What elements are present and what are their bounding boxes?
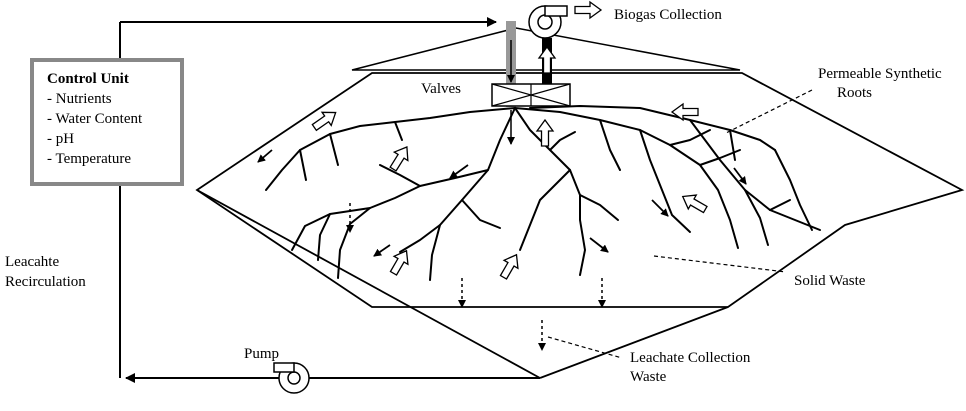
- biogas-collection-label: Biogas Collection: [614, 7, 722, 23]
- injection-arrows: [309, 103, 710, 282]
- drainage-arrows: [346, 203, 606, 351]
- recirculation-label-line2: Recirculation: [5, 274, 86, 290]
- pump-label: Pump: [244, 346, 279, 362]
- biogas-pump-icon: [528, 1, 602, 39]
- control-unit-title: Control Unit: [47, 71, 129, 87]
- landfill-cell: [195, 72, 965, 308]
- roots-label-line1: Permeable Synthetic: [818, 66, 942, 82]
- leachate-collection-label-line2: Waste: [630, 369, 667, 385]
- control-unit-item: - pH: [47, 131, 74, 147]
- recirculation-label-line1: Leacahte: [5, 254, 59, 270]
- leachate-collection-label-line1: Leachate Collection: [630, 350, 751, 366]
- valves-label: Valves: [421, 81, 461, 97]
- solid-waste-label: Solid Waste: [794, 273, 866, 289]
- flow-arrows: [257, 149, 747, 257]
- leachate-funnel: [196, 189, 729, 379]
- leachate-pump-icon: [273, 362, 310, 394]
- control-unit-box: Control Unit - Nutrients - Water Content…: [30, 58, 184, 186]
- control-unit-item: - Temperature: [47, 151, 131, 167]
- leader-lines: [547, 89, 813, 359]
- roots-label-line2: Roots: [837, 85, 872, 101]
- control-unit-item: - Water Content: [47, 111, 143, 127]
- gas-pipes: [506, 21, 556, 147]
- permeable-synthetic-roots: [265, 105, 821, 281]
- control-unit-item: - Nutrients: [47, 91, 112, 107]
- valves: [491, 83, 571, 107]
